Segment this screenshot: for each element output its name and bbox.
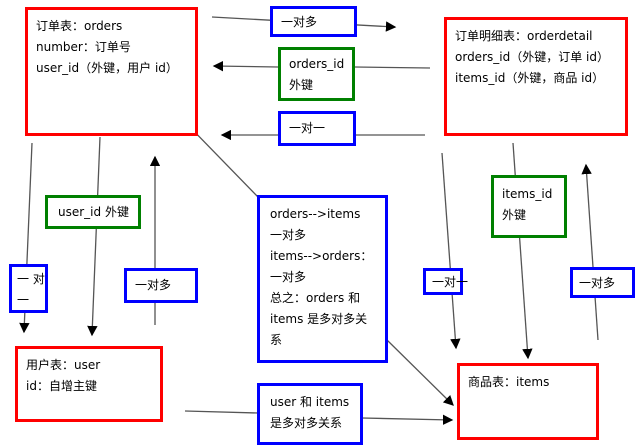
table-field: id：自增主键 [26,379,97,393]
table-user: 用户表：user id：自增主键 [15,346,163,422]
table-field: user_id（外键，用户 id） [36,61,178,75]
label-detail-to-orders: 一对一 [278,111,356,146]
label-text: 一 对 [17,272,45,286]
label-items-to-detail: 一对多 [570,267,635,298]
table-field: number：订单号 [36,40,131,54]
table-orderdetail: 订单明细表：orderdetail orders_id（外键，订单 id） it… [444,17,628,136]
label-text: 一对多 [135,278,172,292]
line-user-items [184,410,259,414]
label-orders-to-user: 一 对 一 [9,264,48,313]
table-title: 商品表：items [468,375,550,389]
label-orders-to-detail: 一对多 [270,6,357,37]
arrow-orders-user-fk [87,136,101,337]
label-text: 一对一 [432,275,469,289]
label-items-id-fk: items_id 外键 [491,175,567,238]
label-text: orders_id [289,57,345,71]
table-field: orders_id（外键，订单 id） [455,50,609,64]
label-text: 一对多 [270,228,307,242]
line-detail-orders-id [354,66,431,69]
arrow-orders-id-to-orders [212,60,279,72]
label-text: 一 [17,293,30,307]
label-orders-items-summary: orders-->items 一对多 items-->orders： 一对多 总… [257,195,388,363]
label-user-items: user 和 items 是多对多关系 [257,383,363,445]
label-text: user_id 外键 [58,205,129,219]
label-text: 总之：orders 和 items 是多对多关系 [270,291,368,347]
label-text: 一对多 [579,276,616,290]
table-title: 订单明细表：orderdetail [455,29,593,43]
label-text: 一对一 [289,121,326,135]
label-text: items_id [502,187,553,201]
label-orders-id-fk: orders_id 外键 [278,47,355,101]
table-field: items_id（外键，商品 id） [455,71,605,85]
label-text: orders-->items [270,207,361,221]
arrow-user-items [361,414,454,425]
table-orders: 订单表：orders number：订单号 user_id（外键，用户 id） [25,7,198,136]
label-text: items-->orders： [270,249,373,263]
arrow-detail-items-one [441,152,461,350]
arrow-summary-items [386,339,454,406]
label-text: 一对多 [281,15,318,29]
label-text: user 和 items 是多对多关系 [270,395,350,430]
table-title: 用户表：user [26,358,101,372]
label-user-to-orders: 一对多 [124,268,198,303]
label-text: 外键 [289,78,314,92]
table-items: 商品表：items [457,363,599,440]
table-title: 订单表：orders [36,19,123,33]
label-detail-to-items: 一对一 [423,268,469,295]
label-text: 外键 [502,208,527,222]
label-user-id-fk: user_id 外键 [45,195,141,229]
arrow-items-detail-many [581,163,599,341]
label-text: 一对多 [270,270,307,284]
